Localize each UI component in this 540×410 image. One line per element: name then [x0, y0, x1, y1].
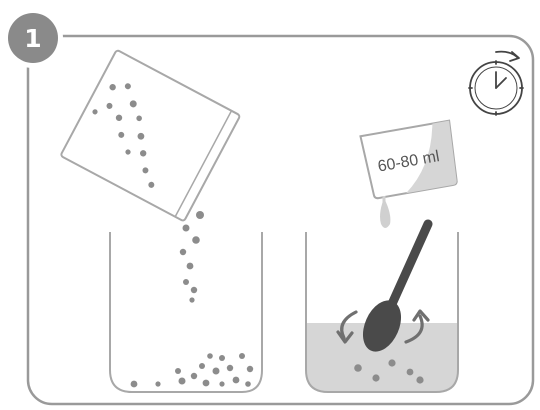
step-number: 1: [24, 24, 41, 53]
step-badge: 1: [3, 8, 63, 68]
